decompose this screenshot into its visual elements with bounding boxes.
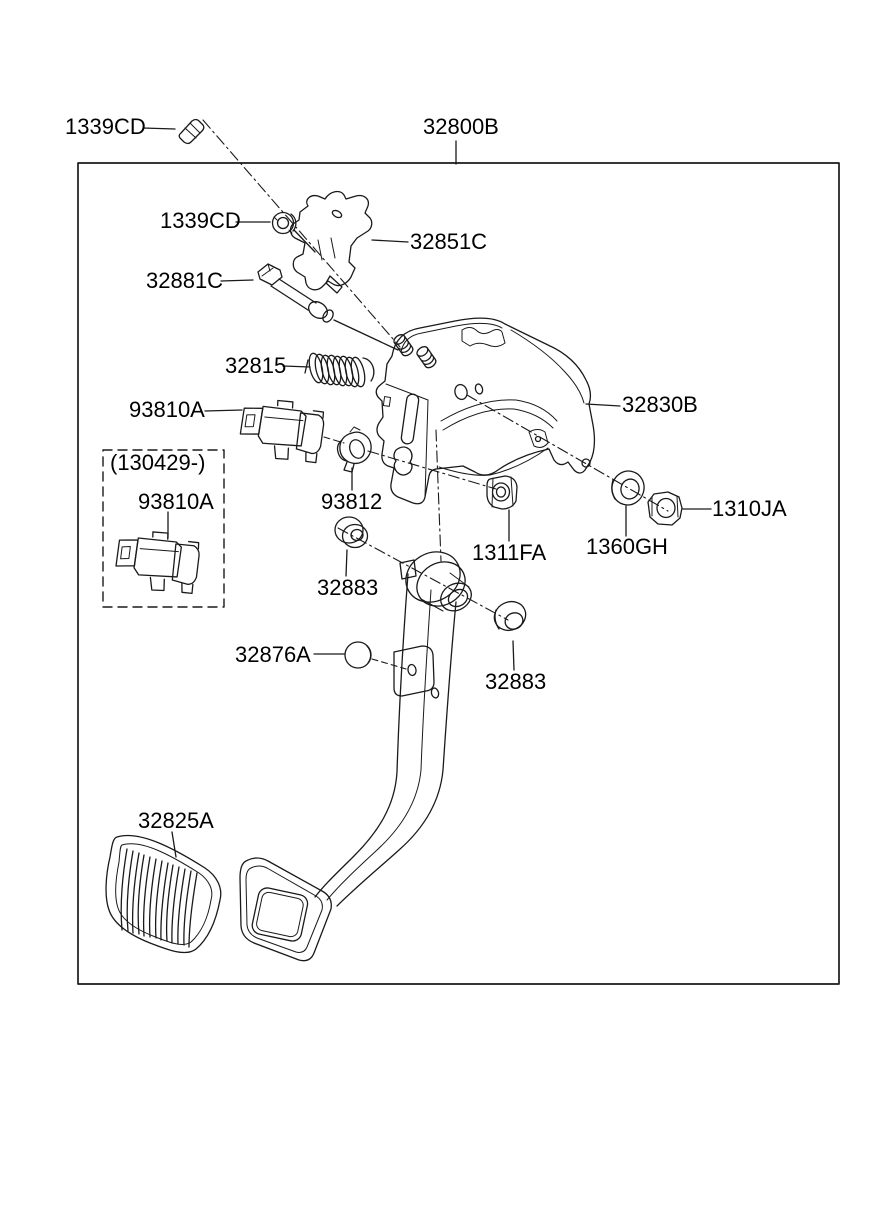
part-label-32883-lower: 32883 [485,669,547,694]
part-pad-32825a [105,835,222,954]
part-bushing-32883-lower [493,600,527,632]
pad-ribs [120,848,198,948]
pedal-arm [314,573,457,907]
part-cap-32876a [344,641,372,669]
part-switch-93810a [239,399,325,464]
part-label-32825a: 32825A [138,808,214,833]
part-bracket-32851c [289,190,373,294]
part-label-32800b: 32800B [423,114,499,139]
part-label-93810a: 93810A [129,397,205,422]
part-label-1360gh: 1360GH [586,534,668,559]
part-label-93810a-variant: 93810A [138,489,214,514]
part-nut-1310ja [647,491,683,526]
pedal-pivot-boss [399,551,472,612]
part-washer-1360gh [611,470,645,506]
part-label-nut-1339cd: 1339CD [160,208,241,233]
part-label-1310ja: 1310JA [712,496,787,521]
part-switch-93810a-variant [115,531,200,595]
variant-date-note: (130429-) [110,450,206,475]
part-label-32883-upper: 32883 [317,575,379,600]
assembly-axes [202,119,669,670]
part-clip-1339cd [178,118,205,145]
part-label-93812: 93812 [321,489,383,514]
part-stopper-93812 [336,426,372,473]
part-label-32851c: 32851C [410,229,488,254]
part-label-32881c: 32881C [146,268,224,293]
part-label-1311fa: 1311FA [472,540,547,565]
part-bushing-32883-upper [334,516,369,549]
part-label-32815: 32815 [225,353,287,378]
part-label-32830b: 32830B [622,392,698,417]
part-spring-32815 [304,352,375,388]
part-label-32876a: 32876A [235,642,311,667]
pedal-plate [239,857,332,962]
part-label-clip-1339cd: 1339CD [65,114,146,139]
part-member-32830b [375,317,596,505]
part-bolt-32881c [257,263,334,323]
variant-box [102,449,225,608]
part-nut-1311fa [486,475,518,510]
diagram-frame [77,162,840,985]
